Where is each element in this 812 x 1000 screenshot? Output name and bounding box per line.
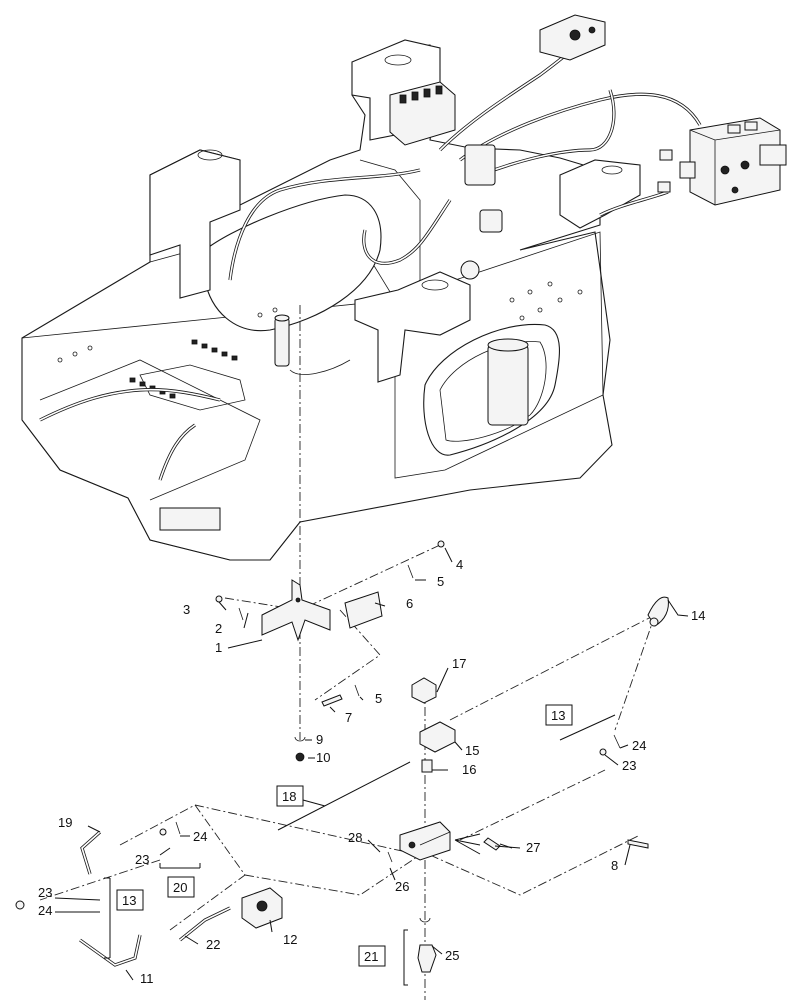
callout-19: 19 [58, 815, 72, 830]
chassis-frame [21, 39, 641, 561]
callout-27: 27 [526, 840, 540, 855]
callout-22: 22 [206, 937, 220, 952]
callout-17: 17 [452, 656, 466, 671]
callout-23b: 23 [38, 885, 52, 900]
callout-13-right: 13 [551, 708, 565, 723]
callout-18: 18 [282, 789, 296, 804]
callout-23a: 23 [135, 852, 149, 867]
leader-lines [54, 547, 689, 986]
parts [15, 540, 669, 973]
callout-11: 11 [140, 971, 154, 986]
callout-5a: 5 [437, 574, 444, 589]
callout-25: 25 [445, 948, 459, 963]
callout-9: 9 [316, 732, 323, 747]
frame-hoses [39, 29, 702, 481]
callout-14: 14 [691, 608, 705, 623]
callout-labels: 1 2 3 4 5 5 6 7 8 9 10 11 12 14 15 16 17… [38, 557, 705, 986]
callout-26: 26 [395, 879, 409, 894]
callout-1: 1 [215, 640, 222, 655]
callout-16: 16 [462, 762, 476, 777]
callout-28: 28 [348, 830, 362, 845]
callout-8: 8 [611, 858, 618, 873]
callout-24a: 24 [193, 829, 207, 844]
callout-4: 4 [456, 557, 463, 572]
callout-21: 21 [364, 949, 378, 964]
control-module [389, 14, 606, 280]
callout-6: 6 [406, 596, 413, 611]
callout-24c: 24 [632, 738, 646, 753]
callout-7: 7 [345, 710, 352, 725]
callout-13-left: 13 [122, 893, 136, 908]
callout-23c: 23 [622, 758, 636, 773]
callout-5b: 5 [375, 691, 382, 706]
valve-block [657, 117, 787, 206]
callout-24b: 24 [38, 903, 52, 918]
callout-12: 12 [283, 932, 297, 947]
callout-10: 10 [316, 750, 330, 765]
callout-20: 20 [173, 880, 187, 895]
callout-2: 2 [215, 621, 222, 636]
callout-3: 3 [183, 602, 190, 617]
callout-15: 15 [465, 743, 479, 758]
